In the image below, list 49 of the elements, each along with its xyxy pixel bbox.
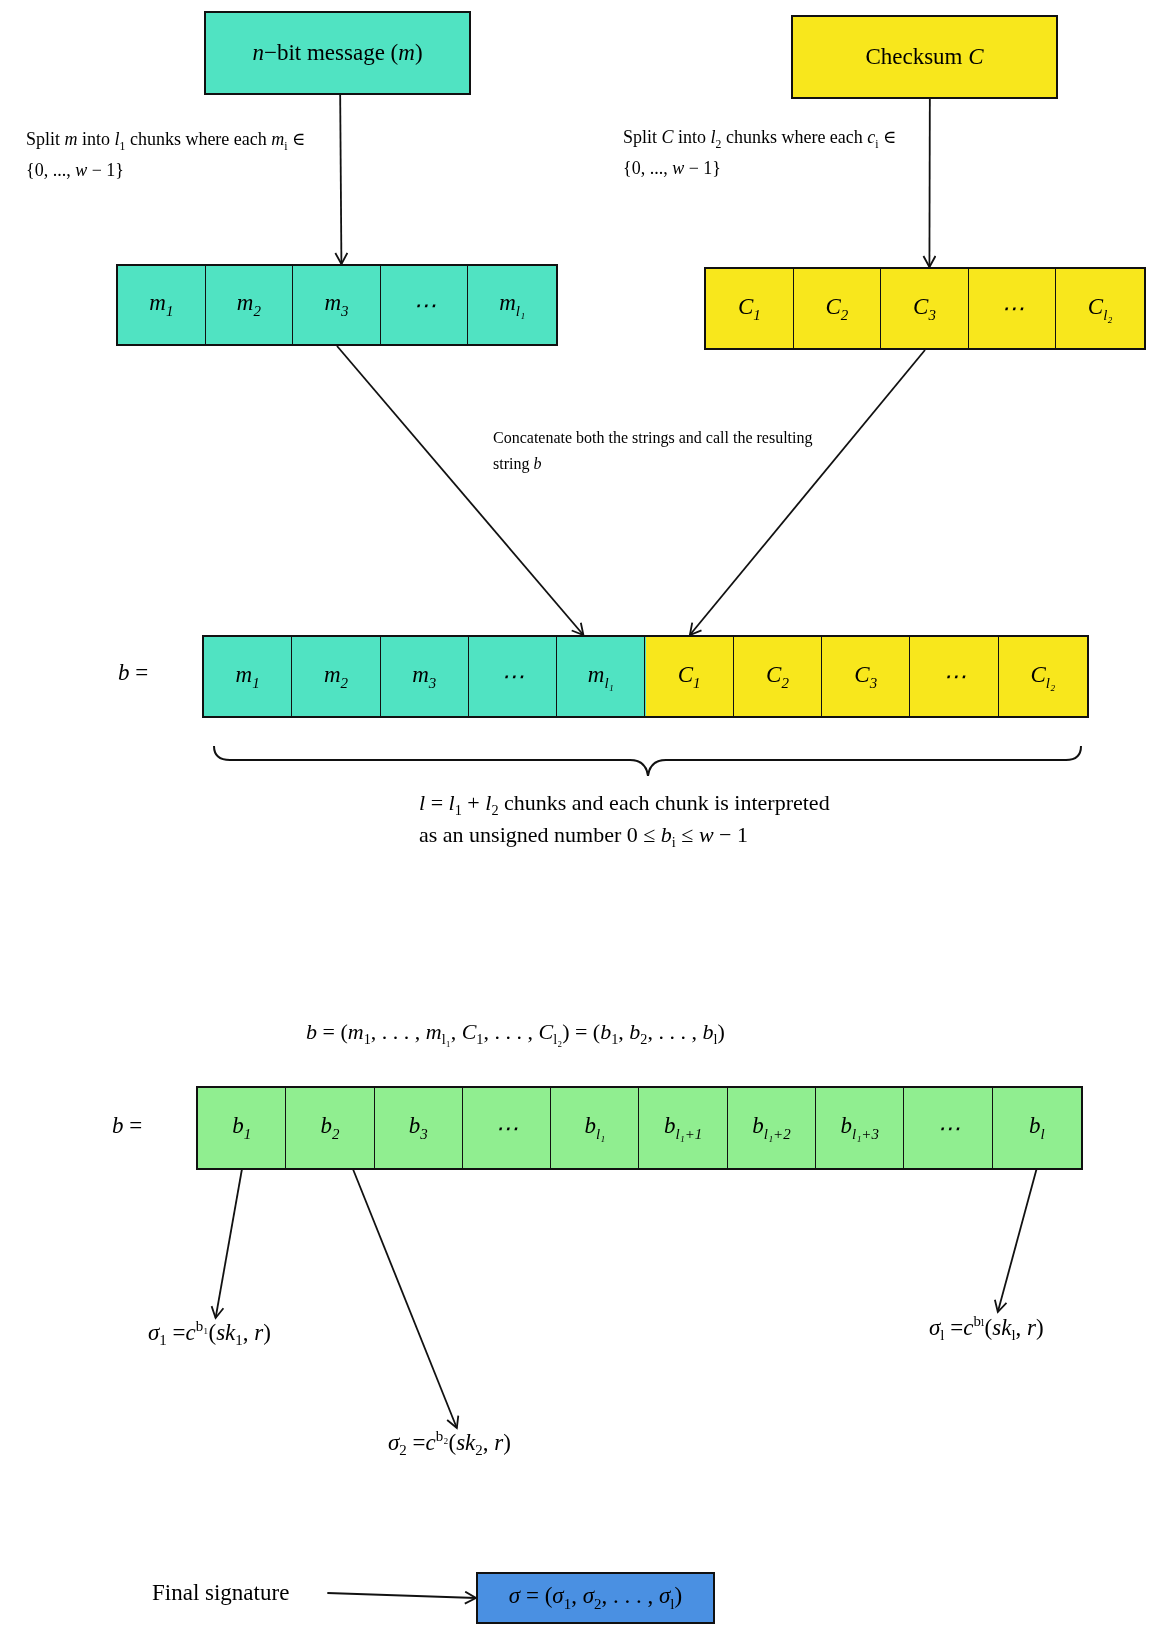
chunk-cell: b$_{1}$ xyxy=(198,1088,287,1168)
note-text: l = l$_{1}$ + l$_{2}$ chunks and each chunk is interpreted as an unsigned number 0 ≤ b$_{i}$ ≤ w − 1 xyxy=(419,789,831,853)
chunk-cell: C$_{1}$ xyxy=(706,269,794,348)
chunk-cell: C$_{3}$ xyxy=(822,637,911,716)
arrow xyxy=(922,98,937,268)
chunk-array xyxy=(116,264,558,346)
equation-label: b = xyxy=(118,659,149,687)
chunk-cell: b$_{2}$ xyxy=(286,1088,375,1168)
chunk-cell: ⋯ xyxy=(910,637,999,716)
chunk-cell: b$_{l₁+2}$ xyxy=(727,1088,817,1168)
chunk-cell: C$_{3}$ xyxy=(881,269,969,348)
chunk-cell: ⋯ xyxy=(968,269,1057,348)
chunk-cell: m$_{l₁}$ xyxy=(468,266,556,344)
edge-label: Split C into l$_{2}$ chunks where each c$_{i}$ ∈ {0, ..., w − 1} xyxy=(623,126,898,181)
chunk-cell: C$_{2}$ xyxy=(733,637,823,716)
signature-box: σ = (σ$_{1}$, σ$_{2}$, . . . , σ$_{l}$) xyxy=(476,1572,715,1624)
edge-label: Split m into l$_{1}$ chunks where each m$_{i}$ ∈ {0, ..., w − 1} xyxy=(26,128,307,183)
formula-text: b = (m$_{1}$, . . . , m$_{l₁}$, C$_{1}$, . . . , C$_{l₂}$) = (b$_{1}$, b$_{2}$, . . . , b$_{l}$) xyxy=(306,1018,726,1050)
chunk-cell: b$_{l₁}$ xyxy=(551,1088,640,1168)
chunk-cell: ⋯ xyxy=(380,266,469,344)
chunk-cell: b$_{3}$ xyxy=(374,1088,463,1168)
checksum-box: Checksum C xyxy=(791,15,1058,99)
signature-formula: σ$_{l}$ =c$^{bₗ}$(sk$_{l}$, r) xyxy=(929,1312,1044,1345)
arrow xyxy=(336,345,585,636)
chunk-cell: C$_{2}$ xyxy=(793,269,882,348)
chunk-cell: m$_{2}$ xyxy=(205,266,294,344)
chunk-cell: ⋯ xyxy=(904,1088,993,1168)
chunk-array xyxy=(196,1086,1083,1170)
chunk-cell: b$_{l₁+1}$ xyxy=(639,1088,728,1168)
arrow xyxy=(688,349,926,636)
arrow xyxy=(326,1590,477,1605)
caption-text: Final signature xyxy=(152,1580,290,1606)
arrow xyxy=(334,94,349,265)
node-label: C$_{l₂}$ xyxy=(1030,661,1056,691)
signature-formula: σ$_{1}$ =c$^{b₁}$(sk$_{1}$, r) xyxy=(148,1318,271,1350)
chunk-cell: C$_{l₂}$ xyxy=(998,637,1087,716)
chunk-cell: b$_{l₁+3}$ xyxy=(816,1088,905,1168)
chunk-cell: m$_{1}$ xyxy=(118,266,206,344)
message-box: n−bit message (m) xyxy=(204,11,471,95)
chunk-cell: C$_{l₂}$ xyxy=(1056,269,1144,348)
chunk-array xyxy=(704,267,1146,350)
note-text: Concatenate both the strings and call the resulting string b xyxy=(493,428,814,475)
chunk-cell: m$_{3}$ xyxy=(293,266,381,344)
signature-formula: σ$_{2}$ =c$^{b₂}$(sk$_{2}$, r) xyxy=(388,1428,511,1460)
chunk-cell: b$_{l}$ xyxy=(992,1088,1081,1168)
chunk-cell: C$_{1}$ xyxy=(645,637,734,716)
chunk-array xyxy=(202,635,1089,718)
chunk-cell: ⋯ xyxy=(462,1088,552,1168)
equation-label: b = xyxy=(112,1112,143,1140)
